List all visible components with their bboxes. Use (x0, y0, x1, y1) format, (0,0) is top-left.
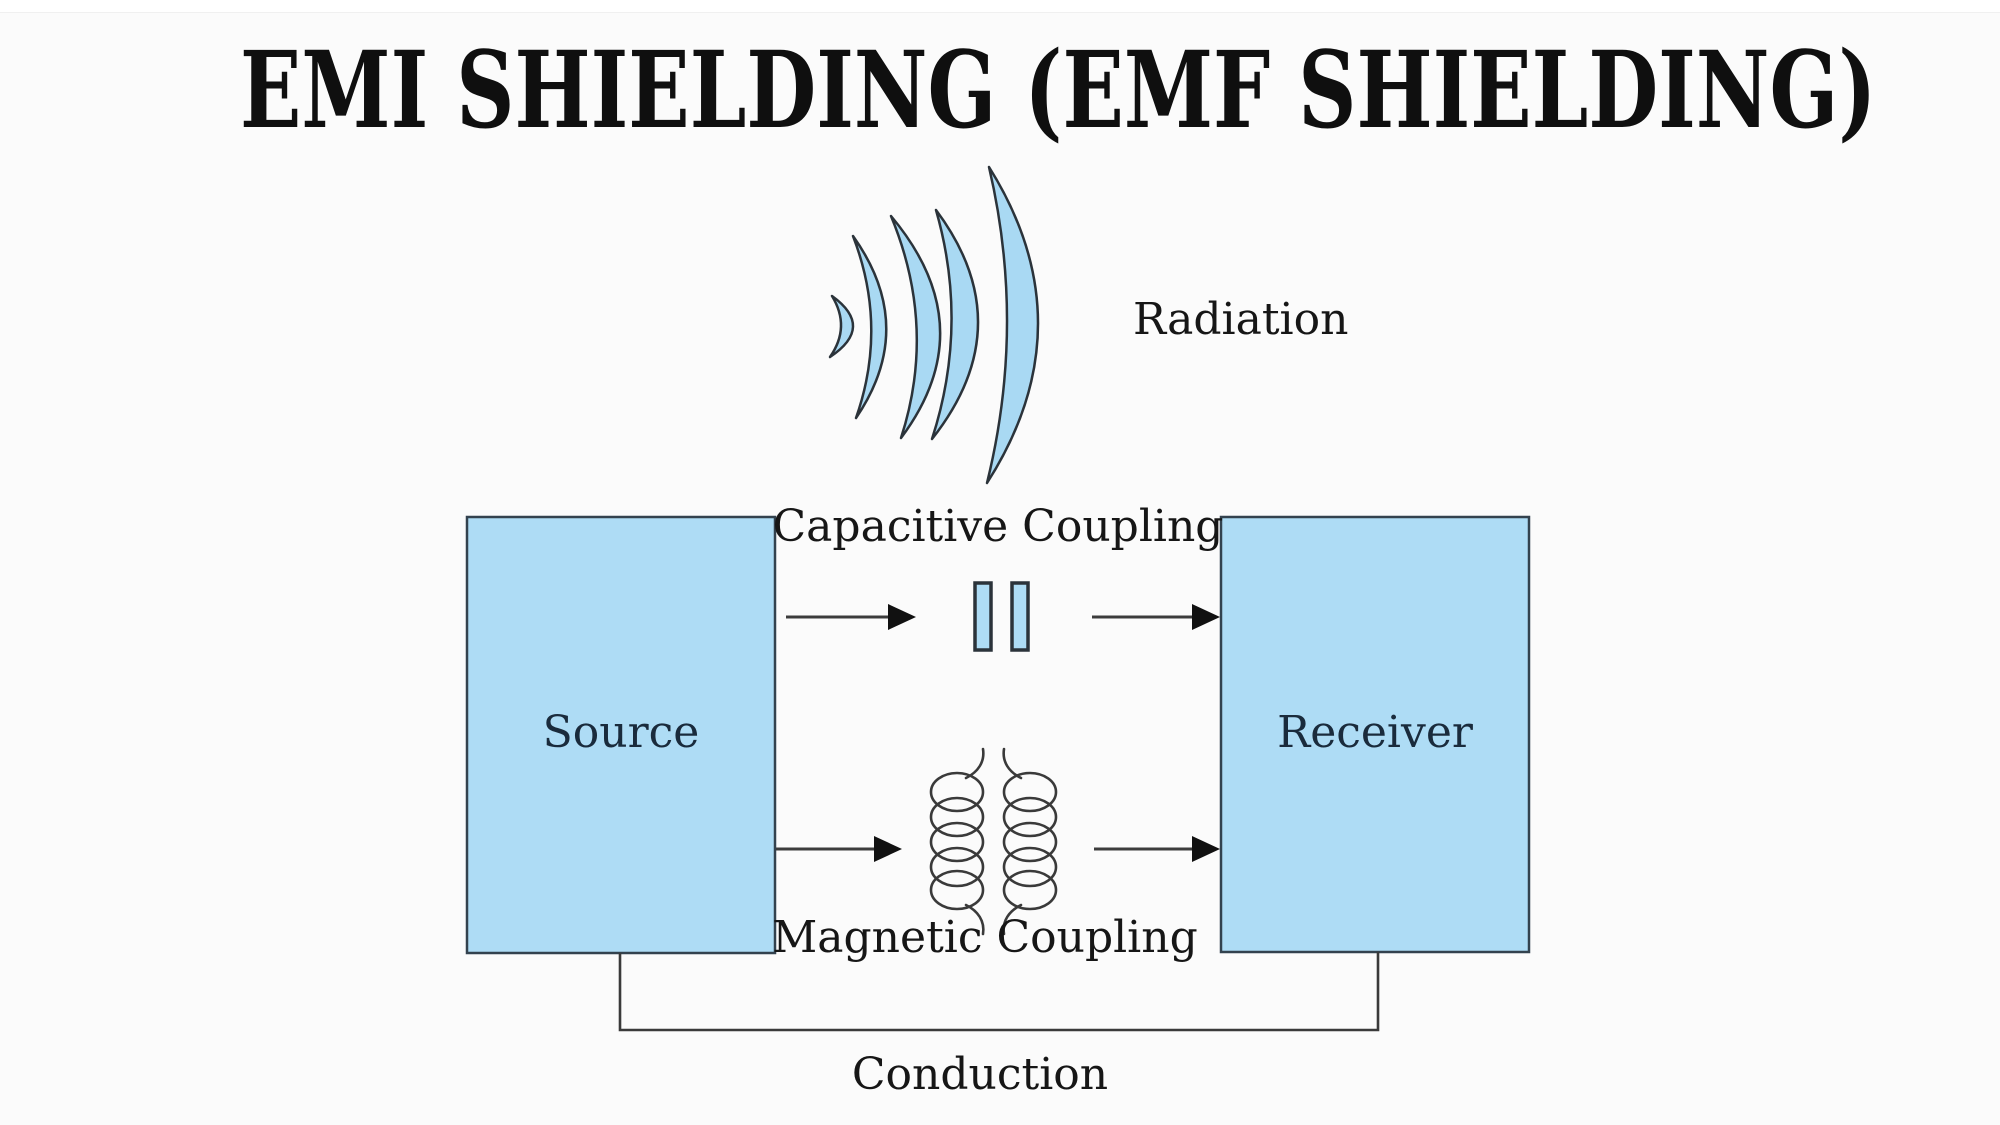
radiation-waves-icon (828, 165, 1040, 485)
capacitive-left-arrow (786, 604, 916, 630)
magnetic-right-arrow (1094, 836, 1220, 862)
conduction-line (618, 952, 1380, 1032)
magnetic-coupling-label: Magnetic Coupling (772, 912, 1198, 963)
coil-left-icon (929, 747, 985, 936)
conduction-label: Conduction (851, 1049, 1109, 1100)
top-margin-strip (0, 0, 2000, 13)
magnetic-left-arrow (776, 836, 902, 862)
source-box-label: Source (542, 707, 700, 758)
radiation-arc-1 (828, 294, 855, 359)
page-title: EMI SHIELDING (EMF SHIELDING) (240, 27, 1877, 152)
capacitor-plate-right (1010, 581, 1030, 652)
radiation-arc-3 (889, 214, 942, 440)
capacitive-right-arrow (1092, 604, 1220, 630)
capacitor-icon (973, 581, 1030, 652)
receiver-box (1219, 515, 1531, 954)
radiation-arc-5 (985, 165, 1040, 485)
radiation-label: Radiation (1133, 294, 1349, 345)
receiver-box-label: Receiver (1277, 707, 1473, 758)
capacitor-plate-left (973, 581, 993, 652)
radiation-arc-4 (930, 208, 980, 441)
radiation-arc-2 (851, 234, 888, 420)
capacitive-coupling-label: Capacitive Coupling (772, 501, 1224, 552)
coil-right-icon (1002, 747, 1058, 936)
